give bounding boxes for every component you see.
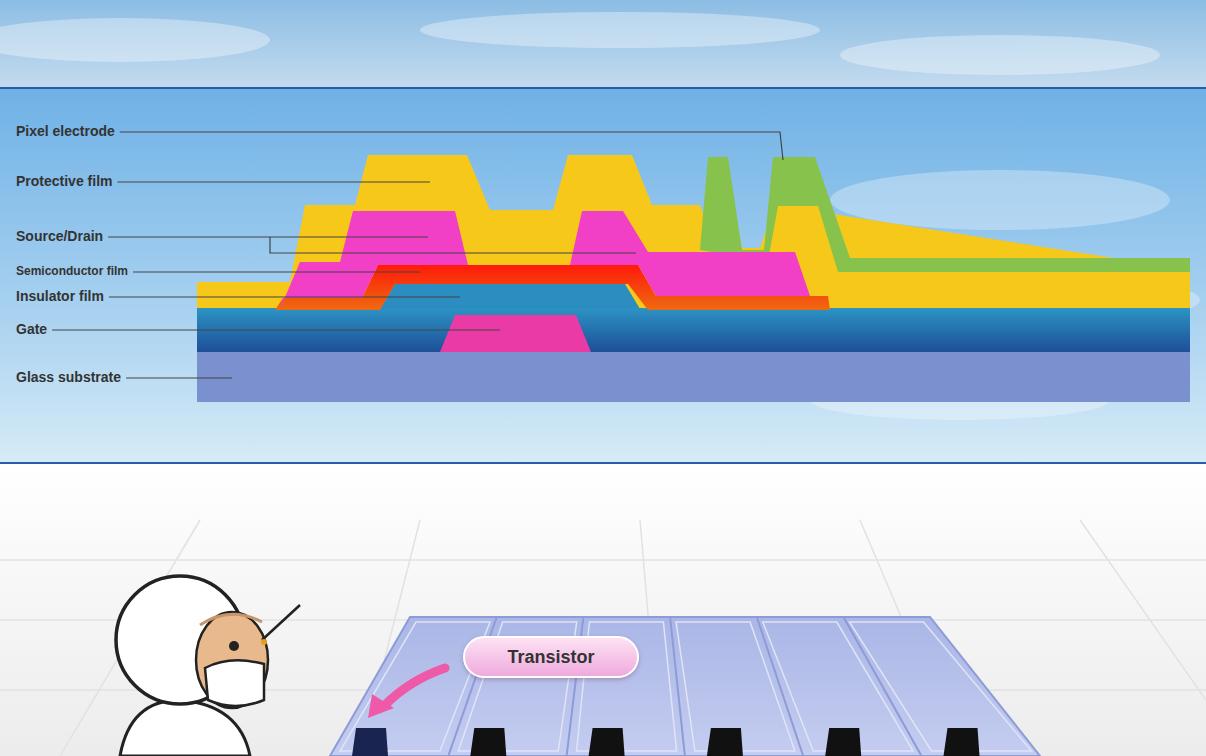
transistor-element [352, 728, 388, 756]
callout-text: Transistor [507, 647, 594, 668]
protective-film [197, 155, 1190, 308]
layer-label: Semiconductor film [16, 265, 128, 278]
layer-label: Insulator film [16, 289, 104, 304]
callout-arrowhead [368, 694, 394, 718]
glass-substrate [197, 352, 1190, 402]
section-panel [0, 88, 1206, 463]
callout-pill: Transistor [463, 636, 639, 678]
transistor-element [707, 728, 743, 756]
pixel-cells [340, 617, 1032, 756]
leader-line [133, 271, 420, 272]
leader-line [120, 132, 783, 160]
source-electrode [280, 211, 468, 309]
callout-arrow [385, 668, 445, 705]
panel-border [0, 462, 1206, 464]
transistor-element [944, 728, 980, 756]
leader-line [52, 329, 500, 330]
panel-board [330, 617, 1040, 756]
floor [0, 463, 1206, 756]
layer-label: Pixel electrode [16, 124, 115, 139]
transistor-element [589, 728, 625, 756]
layer-label: Glass substrate [16, 370, 121, 385]
clouds [0, 12, 1160, 75]
cell-outline [850, 622, 1032, 751]
protective-film-right [760, 206, 1190, 308]
leader-bracket [270, 237, 636, 253]
layer-label: Source/Drain [16, 229, 103, 244]
gate [440, 315, 591, 352]
transistor-element [470, 728, 506, 756]
panel-border [0, 87, 1206, 89]
cell-divider [757, 617, 803, 756]
layer-label: Gate [16, 322, 47, 337]
engineer-figure [116, 576, 300, 756]
drain-electrode [570, 211, 810, 296]
cell-divider [670, 617, 685, 756]
leader-line [126, 377, 232, 378]
leader-line [109, 296, 460, 297]
insulator-film [197, 308, 1190, 352]
cell-divider [844, 617, 922, 756]
transistor-element [825, 728, 861, 756]
insulator-step [380, 284, 640, 309]
leader-line [108, 236, 428, 237]
leader-line [117, 181, 430, 182]
floor-grid [0, 520, 1206, 756]
layer-label: Protective film [16, 174, 112, 189]
